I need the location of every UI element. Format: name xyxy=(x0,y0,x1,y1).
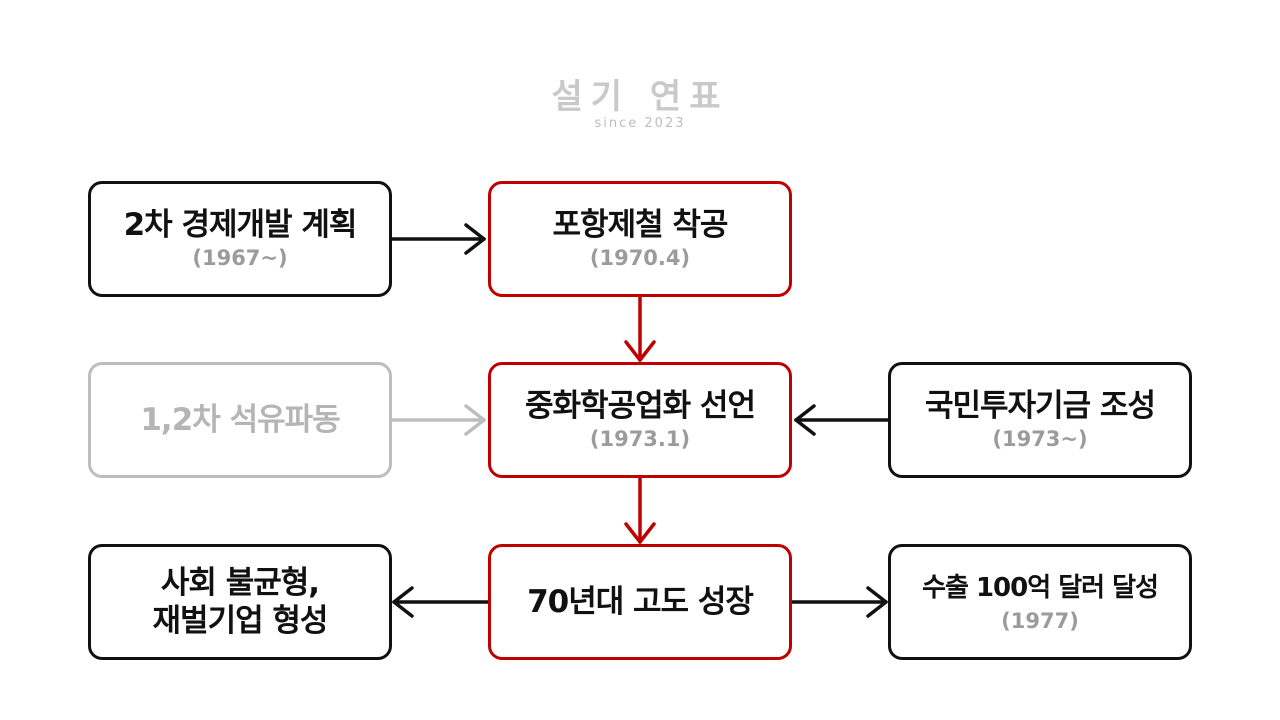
node-date: (1973~) xyxy=(992,427,1088,451)
node-seventies-growth: 70년대 고도 성장 xyxy=(488,544,792,660)
node-title: 포항제철 착공 xyxy=(552,207,729,243)
brand-title: 설기 연표 xyxy=(551,77,729,117)
node-date: (1973.1) xyxy=(589,427,691,451)
arrow-heavy-to-growth xyxy=(624,476,656,544)
node-title: 국민투자기금 조성 xyxy=(925,388,1156,424)
node-second-economic-plan: 2차 경제개발 계획 (1967~) xyxy=(88,181,392,297)
node-national-investment-fund: 국민투자기금 조성 (1973~) xyxy=(888,362,1192,478)
brand-logo: 설기 연표 since 2023 xyxy=(540,78,740,132)
node-export-achievement: 수출 100억 달러 달성 (1977) xyxy=(888,544,1192,660)
arrow-plan-to-posco xyxy=(388,223,486,255)
node-social-imbalance: 사회 불균형, 재벌기업 형성 xyxy=(88,544,392,660)
node-date: (1967~) xyxy=(192,246,288,270)
node-title: 70년대 고도 성장 xyxy=(527,584,754,620)
node-oil-shock: 1,2차 석유파동 xyxy=(88,362,392,478)
node-date: (1970.4) xyxy=(589,246,691,270)
node-title: 2차 경제개발 계획 xyxy=(123,207,358,243)
arrow-growth-to-export xyxy=(790,586,888,618)
node-date: (1977) xyxy=(1001,609,1079,633)
node-title: 중화학공업화 선언 xyxy=(525,388,756,424)
node-title-line2: 재벌기업 형성 xyxy=(152,603,329,639)
arrow-posco-to-heavy xyxy=(624,294,656,362)
node-posco-construction: 포항제철 착공 (1970.4) xyxy=(488,181,792,297)
node-title: 수출 100억 달러 달성 xyxy=(922,573,1159,603)
arrow-growth-to-social xyxy=(392,586,490,618)
arrow-fund-to-heavy xyxy=(794,404,892,436)
node-title: 1,2차 석유파동 xyxy=(140,402,340,438)
arrow-oil-to-heavy xyxy=(388,404,486,436)
node-heavy-industry-declaration: 중화학공업화 선언 (1973.1) xyxy=(488,362,792,478)
node-title-line1: 사회 불균형, xyxy=(160,565,320,601)
brand-subtitle: since 2023 xyxy=(594,116,686,131)
